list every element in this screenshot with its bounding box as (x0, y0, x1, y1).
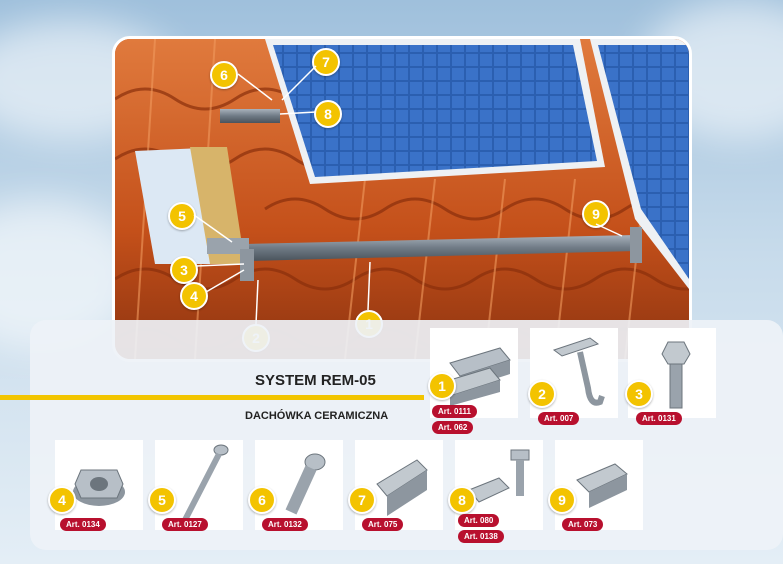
component-badge-3: 3 (625, 380, 653, 408)
component-card-5 (155, 440, 243, 530)
component-badge-4: 4 (48, 486, 76, 514)
component-badge-1: 1 (428, 372, 456, 400)
art-label-075: Art. 075 (362, 518, 404, 531)
component-badge-7: 7 (348, 486, 376, 514)
component-badge-9: 9 (548, 486, 576, 514)
socket-screw-icon (285, 453, 326, 515)
art-label-073: Art. 073 (562, 518, 604, 531)
art-label-0138: Art. 0138 (458, 530, 504, 543)
component-card-4 (55, 440, 143, 530)
bolt-icon (661, 341, 691, 409)
callout-9: 9 (582, 200, 610, 228)
art-label-0131: Art. 0131 (636, 412, 682, 425)
roof-type-subtitle: DACHÓWKA CERAMICZNA (245, 410, 389, 422)
end-clamp-icon (376, 459, 428, 516)
component-card-8 (455, 440, 543, 530)
callout-7: 7 (312, 48, 340, 76)
component-card-6 (255, 440, 343, 530)
flange-nut-icon (73, 469, 125, 506)
system-title: SYSTEM REM-05 (255, 372, 376, 389)
component-card-9 (555, 440, 643, 530)
component-badge-8: 8 (448, 486, 476, 514)
component-badge-2: 2 (528, 380, 556, 408)
art-label-0132: Art. 0132 (262, 518, 308, 531)
callout-8: 8 (314, 100, 342, 128)
component-badge-5: 5 (148, 486, 176, 514)
long-screw-icon (182, 444, 229, 522)
mid-clamp-icon (576, 463, 628, 508)
art-label-007: Art. 007 (538, 412, 580, 425)
roof-hook-icon (552, 337, 605, 406)
callout-4: 4 (180, 282, 208, 310)
callout-6: 6 (210, 61, 238, 89)
component-card-2 (530, 328, 618, 418)
component-badge-6: 6 (248, 486, 276, 514)
callout-3: 3 (170, 256, 198, 284)
art-label-0127: Art. 0127 (162, 518, 208, 531)
art-label-062: Art. 062 (432, 421, 474, 434)
art-label-0134: Art. 0134 (60, 518, 106, 531)
roof-illustration (112, 36, 692, 362)
art-label-080: Art. 080 (458, 514, 500, 527)
component-card-7 (355, 440, 443, 530)
art-label-0111: Art. 0111 (432, 405, 477, 418)
accent-bar (0, 395, 424, 400)
